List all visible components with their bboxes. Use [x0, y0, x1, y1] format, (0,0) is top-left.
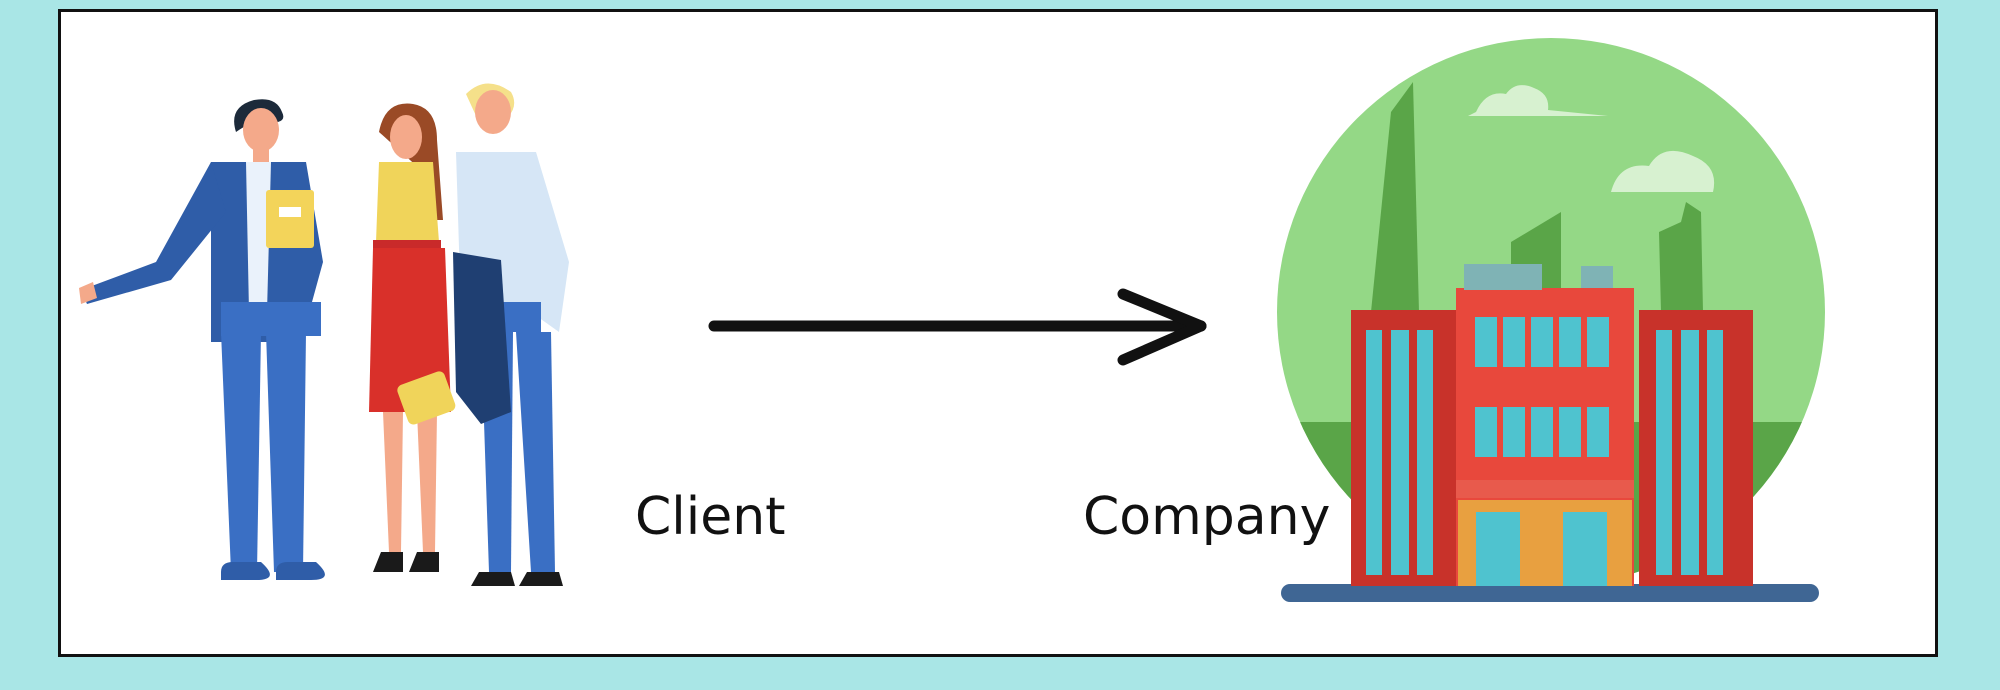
diagram-panel: Client Company	[58, 9, 1938, 657]
company-building-icon	[1277, 38, 1825, 602]
client-group-icon	[79, 83, 569, 586]
arrow-right-icon	[708, 288, 1207, 366]
woman-figure	[369, 103, 456, 572]
company-label: Company	[1083, 487, 1331, 547]
man-light-shirt	[453, 83, 569, 586]
man-blue-suit	[79, 99, 325, 580]
client-label: Client	[635, 487, 786, 547]
